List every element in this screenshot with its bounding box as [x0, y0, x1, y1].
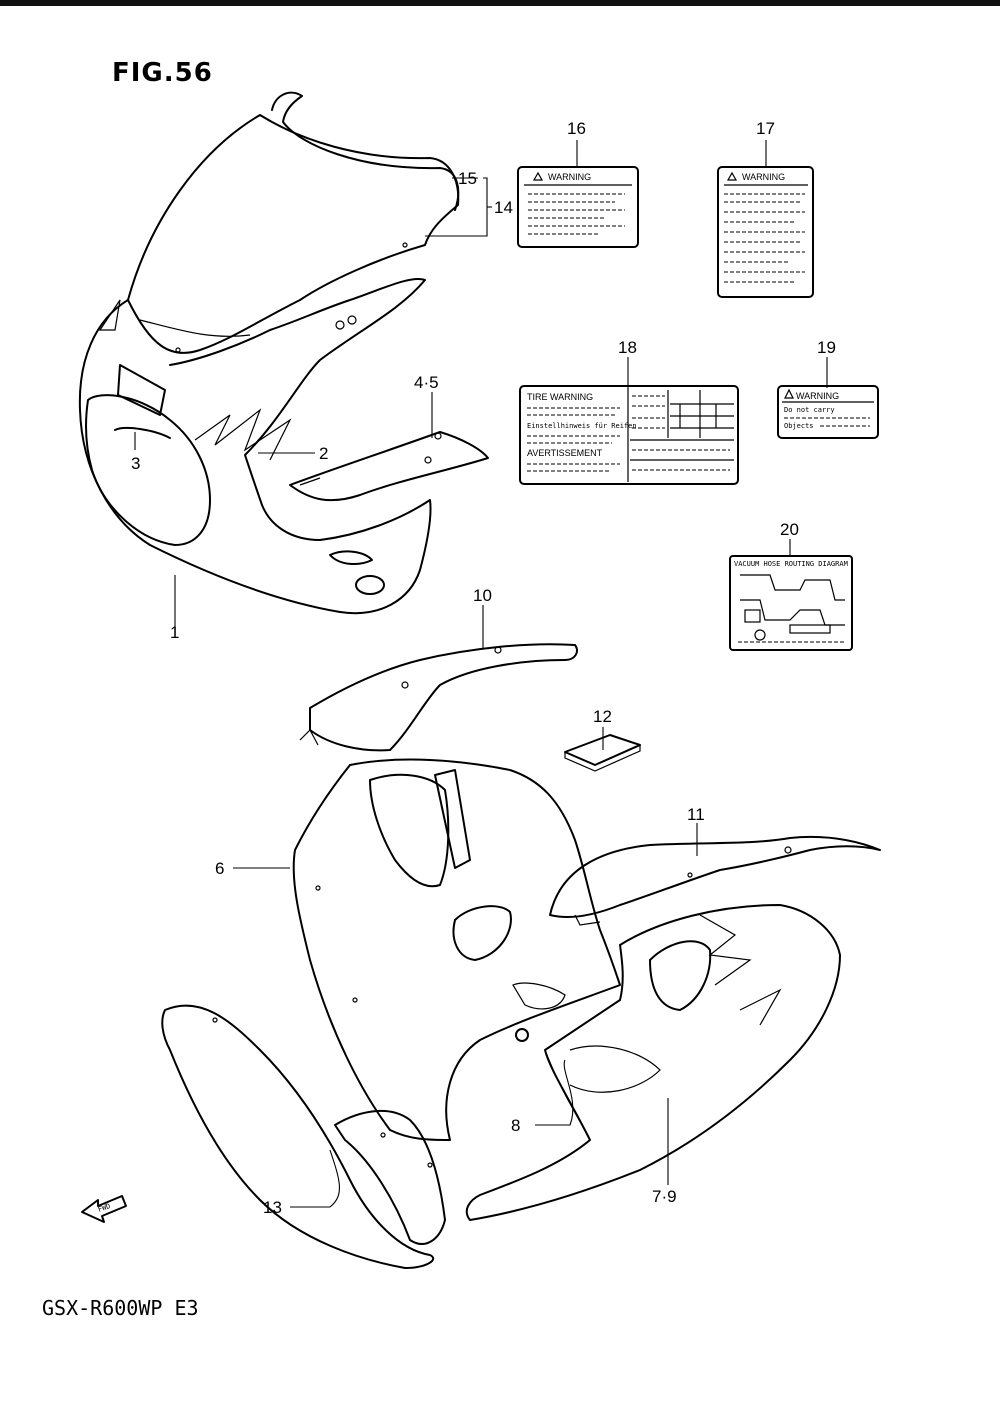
- lower-cowl-right: [465, 904, 841, 1221]
- svg-text:FWD: FWD: [97, 1202, 112, 1214]
- callout-2: 2: [319, 444, 328, 463]
- callout-6: 6: [215, 859, 224, 878]
- panel-11: [549, 835, 881, 926]
- callout-11: 11: [687, 805, 705, 824]
- forward-arrow-icon: FWD: [81, 1195, 127, 1223]
- tire-warning-label-18: TIRE WARNING Einstellhinweis für Reifen …: [519, 385, 739, 485]
- svg-text:WARNING: WARNING: [742, 172, 785, 182]
- callout-19: 19: [817, 338, 836, 357]
- windscreen: [127, 91, 460, 354]
- svg-text:WARNING: WARNING: [548, 172, 591, 182]
- callout-13: 13: [263, 1198, 282, 1217]
- callout-16: 16: [567, 119, 586, 138]
- callout-4-5: 4·5: [414, 373, 439, 392]
- callout-10: 10: [473, 586, 492, 605]
- upper-cowl: [78, 242, 432, 615]
- callout-20: 20: [780, 520, 799, 539]
- under-cowl: [161, 1004, 446, 1269]
- model-code: GSX-R600WP E3: [42, 1296, 199, 1320]
- bracket-10: [299, 643, 578, 752]
- warning-label-19: WARNING Do not carry Objects: [777, 385, 879, 439]
- vacuum-hose-label-20: VACUUM HOSE ROUTING DIAGRAM: [729, 555, 853, 651]
- warning-label-17: WARNING: [717, 166, 814, 298]
- svg-text:TIRE WARNING: TIRE WARNING: [527, 392, 593, 402]
- inner-panel: [289, 431, 489, 502]
- svg-text:Einstellhinweis für Reifen: Einstellhinweis für Reifen: [527, 422, 637, 430]
- callout-18: 18: [618, 338, 637, 357]
- leader-lines: [134, 140, 828, 1208]
- callout-3: 3: [131, 454, 140, 473]
- figure-title: FIG.56: [112, 58, 213, 88]
- svg-text:Objects: Objects: [784, 422, 814, 430]
- warning-label-16: WARNING: [517, 166, 639, 248]
- callout-14: 14: [494, 198, 513, 217]
- svg-text:VACUUM HOSE ROUTING DIAGRAM: VACUUM HOSE ROUTING DIAGRAM: [734, 560, 848, 568]
- pad-12: [564, 734, 641, 772]
- callout-1: 1: [170, 623, 179, 642]
- callout-15: 15: [458, 169, 477, 188]
- callout-8: 8: [511, 1116, 520, 1135]
- svg-text:Do not carry: Do not carry: [784, 406, 835, 414]
- callout-17: 17: [756, 119, 775, 138]
- top-border: [0, 0, 1000, 6]
- callout-7-9: 7·9: [652, 1187, 677, 1206]
- callout-numbers: 1 2 3 4·5 15 14 16 17 18 19 20 10 12 11 …: [131, 119, 836, 1217]
- lower-cowl-left: [292, 758, 621, 1141]
- callout-12: 12: [593, 707, 612, 726]
- svg-text:AVERTISSEMENT: AVERTISSEMENT: [527, 448, 603, 458]
- svg-text:WARNING: WARNING: [796, 391, 839, 401]
